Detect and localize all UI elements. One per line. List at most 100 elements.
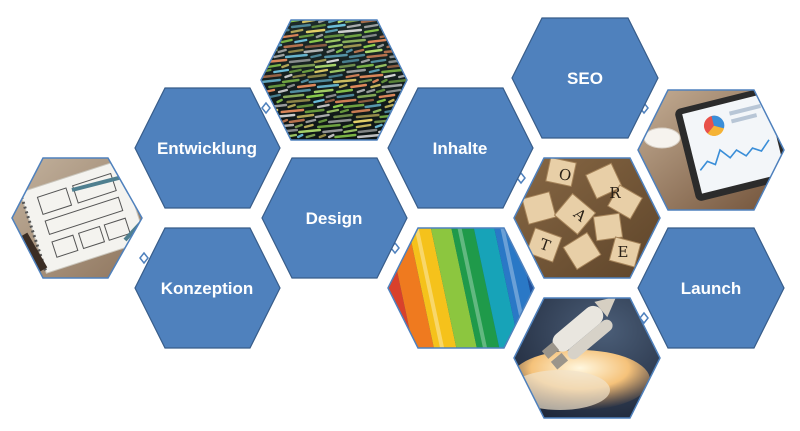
code-line	[372, 108, 382, 114]
code-line	[301, 68, 315, 74]
code-line	[310, 53, 322, 59]
code-line	[304, 108, 325, 114]
code-line	[358, 98, 375, 104]
code-line	[300, 78, 309, 84]
code-line	[315, 33, 324, 39]
code-line	[304, 43, 327, 49]
code-line	[356, 88, 366, 94]
code-line	[376, 98, 386, 104]
code-line	[326, 48, 335, 54]
code-line	[350, 83, 368, 89]
code-line	[327, 118, 352, 124]
code-line	[384, 103, 394, 109]
code-line	[348, 53, 366, 59]
code-line	[273, 33, 283, 39]
code-line	[364, 103, 382, 109]
code-line	[284, 53, 308, 59]
code-line	[346, 23, 362, 29]
code-line	[325, 28, 338, 34]
photo-border	[637, 89, 785, 211]
hexagon-design: Design	[261, 157, 408, 279]
code-line	[388, 38, 407, 44]
code-line	[344, 33, 362, 39]
hexagon-entwicklung: Entwicklung	[134, 87, 281, 209]
photo-hexagon-letters: O R T A E	[514, 158, 660, 278]
hexagon-label-design: Design	[306, 209, 363, 228]
code-line	[284, 73, 293, 79]
code-line	[296, 113, 315, 119]
code-line	[333, 113, 353, 119]
hexagon-konzeption: Konzeption	[134, 227, 281, 349]
code-line	[328, 73, 343, 79]
code-line	[266, 63, 282, 69]
code-line	[360, 58, 370, 64]
hexagon-label-konzeption: Konzeption	[161, 279, 254, 298]
code-line	[343, 128, 358, 134]
code-line	[381, 78, 388, 84]
code-line	[288, 118, 305, 124]
code-line	[298, 33, 315, 39]
code-line	[357, 93, 377, 99]
hexagon-seo: SEO	[511, 17, 659, 139]
code-line	[313, 88, 334, 94]
code-line	[397, 33, 407, 39]
code-line	[288, 48, 304, 54]
code-line	[358, 78, 373, 84]
code-line	[266, 20, 284, 24]
code-line	[305, 133, 316, 139]
code-line	[277, 48, 287, 54]
code-line	[353, 118, 373, 124]
code-line	[342, 123, 354, 129]
photo-border	[260, 19, 408, 141]
code-line	[356, 63, 374, 69]
code-line	[382, 28, 394, 34]
code-line	[282, 93, 305, 99]
hexagon-label-seo: SEO	[567, 69, 603, 88]
code-line	[307, 73, 327, 79]
svg-text:R: R	[609, 184, 621, 202]
code-line	[388, 78, 407, 84]
code-line	[368, 68, 380, 74]
code-line	[379, 23, 399, 29]
code-line	[316, 103, 330, 109]
code-line	[296, 103, 314, 109]
code-line	[401, 23, 407, 29]
code-line	[359, 73, 384, 79]
photo-border	[513, 157, 661, 279]
code-line	[273, 53, 285, 59]
code-line	[313, 98, 325, 104]
code-line	[261, 53, 270, 59]
code-line	[323, 33, 345, 39]
hexagon-shape	[511, 17, 659, 139]
code-line	[400, 43, 407, 49]
code-line	[276, 98, 283, 104]
code-line	[351, 108, 371, 114]
code-line	[384, 123, 392, 129]
code-line	[305, 118, 317, 124]
code-line	[274, 23, 290, 29]
code-line	[305, 28, 326, 34]
code-line	[268, 93, 281, 99]
code-line	[282, 33, 299, 39]
code-line	[313, 58, 327, 64]
hexagon-label-entwicklung: Entwicklung	[157, 139, 257, 158]
code-line	[335, 48, 343, 54]
code-line	[374, 63, 387, 69]
code-line	[375, 88, 386, 94]
code-line	[327, 23, 346, 29]
code-line	[328, 43, 343, 49]
code-line	[327, 133, 335, 139]
code-line	[314, 113, 330, 119]
code-line	[281, 78, 300, 84]
code-line	[357, 133, 382, 139]
code-line	[280, 38, 293, 44]
code-line	[329, 68, 346, 74]
code-line	[283, 43, 304, 49]
hexagon-label-inhalte: Inhalte	[433, 139, 488, 158]
hexagon-shape	[637, 227, 785, 349]
code-line	[290, 28, 304, 34]
code-line	[325, 93, 337, 99]
hexagon-inhalte: Inhalte	[387, 87, 534, 209]
code-line	[334, 133, 357, 139]
